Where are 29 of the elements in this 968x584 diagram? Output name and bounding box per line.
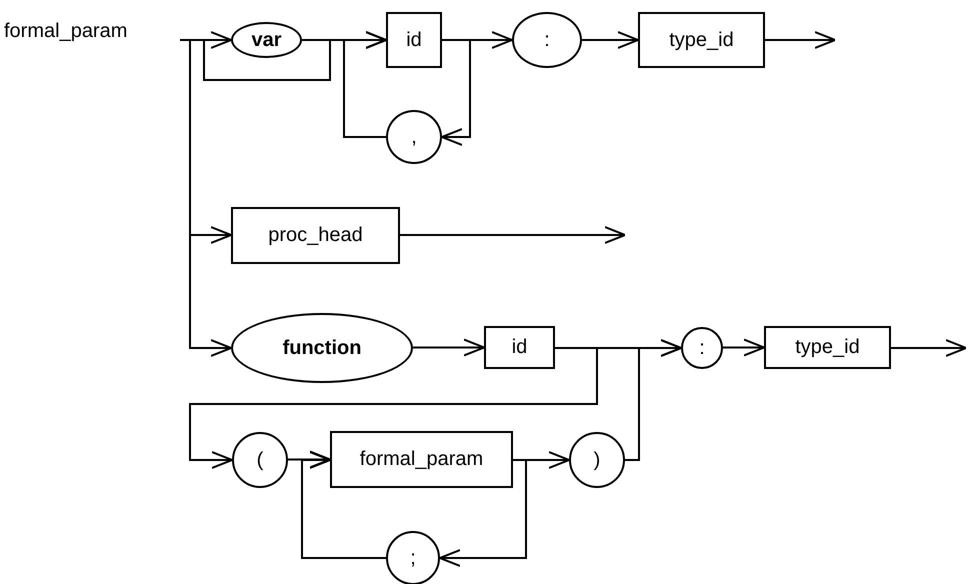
terminal-circle: : xyxy=(681,327,723,369)
arrow xyxy=(582,31,639,49)
terminal-circle: ; xyxy=(386,531,440,584)
arrow xyxy=(723,338,765,356)
arrow xyxy=(413,338,485,356)
arrow xyxy=(625,339,682,461)
arrow xyxy=(891,339,967,357)
nonterminal-box: type_id xyxy=(764,326,891,369)
arrow xyxy=(189,347,598,469)
rule-name: formal_param xyxy=(4,18,180,44)
arrow xyxy=(343,31,387,138)
terminal-circle: ) xyxy=(569,432,625,488)
terminal-ellipse: var xyxy=(231,22,302,58)
arrow xyxy=(288,450,331,468)
arrow xyxy=(180,39,232,357)
nonterminal-box: type_id xyxy=(638,12,765,68)
nonterminal-box: proc_head xyxy=(231,207,400,264)
terminal-circle: , xyxy=(386,110,442,164)
terminal-ellipse: : xyxy=(512,12,582,68)
nonterminal-box: id xyxy=(484,326,555,369)
arrow xyxy=(439,459,527,567)
terminal-ellipse: function xyxy=(231,313,413,383)
arrow xyxy=(400,226,626,244)
arrow xyxy=(765,31,836,49)
nonterminal-box: formal_param xyxy=(330,431,513,488)
nonterminal-box: id xyxy=(386,12,442,68)
terminal-circle: ( xyxy=(232,432,288,488)
arrow xyxy=(441,39,471,146)
arrow xyxy=(301,451,386,559)
